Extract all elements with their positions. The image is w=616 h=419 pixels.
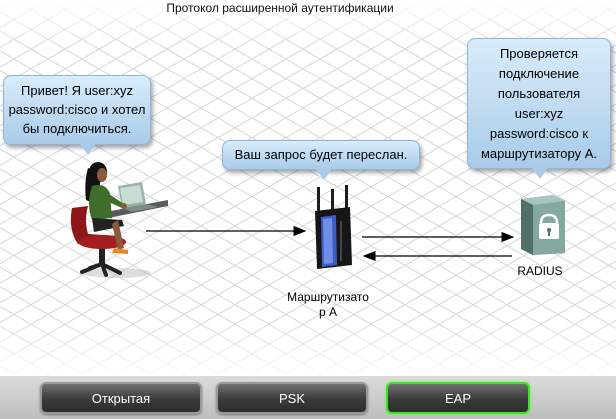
tab-open[interactable]: Открытая [40, 382, 202, 414]
radius-speech-bubble: Проверяется подключение пользователя use… [467, 38, 611, 169]
radius-bubble-tail [532, 168, 548, 179]
user-bubble-line-2: password:cisco и хотел [8, 102, 146, 117]
router-label: Маршрутизато р А [270, 290, 386, 320]
diagram-title: Протокол расширенной аутентификации [166, 1, 394, 15]
router-label-line-1: Маршрутизато [287, 290, 369, 304]
tab-eap[interactable]: EAP [386, 382, 530, 414]
user-at-laptop-icon [70, 162, 168, 278]
router-icon [315, 185, 352, 269]
router-bubble-text: Ваш запрос будет переслан. [234, 147, 408, 162]
tab-psk[interactable]: PSK [216, 382, 368, 414]
radius-bubble-line-1: Проверяется [499, 46, 579, 61]
user-bubble-tail [80, 144, 96, 155]
radius-server-icon [521, 195, 565, 255]
radius-bubble-line-4: user:xyz [514, 106, 564, 121]
router-bubble-tail [316, 169, 332, 180]
tab-open-label: Открытая [91, 391, 151, 406]
radius-bubble-line-3: пользователя [497, 86, 581, 101]
user-bubble-line-1: Привет! Я user:xyz [21, 83, 133, 98]
radius-bubble-line-6: маршрутизатору А. [480, 146, 598, 161]
user-bubble-line-3: бы подключиться. [22, 121, 132, 136]
user-speech-bubble: Привет! Я user:xyz password:cisco и хоте… [3, 75, 151, 145]
radius-bubble-line-2: подключение [498, 66, 580, 81]
tab-eap-label: EAP [444, 391, 471, 406]
router-label-line-2: р А [318, 305, 337, 319]
router-speech-bubble: Ваш запрос будет переслан. [222, 140, 420, 170]
radius-label: RADIUS [517, 264, 563, 278]
tab-psk-label: PSK [278, 391, 305, 406]
radius-bubble-line-5: password:cisco к [489, 126, 589, 141]
